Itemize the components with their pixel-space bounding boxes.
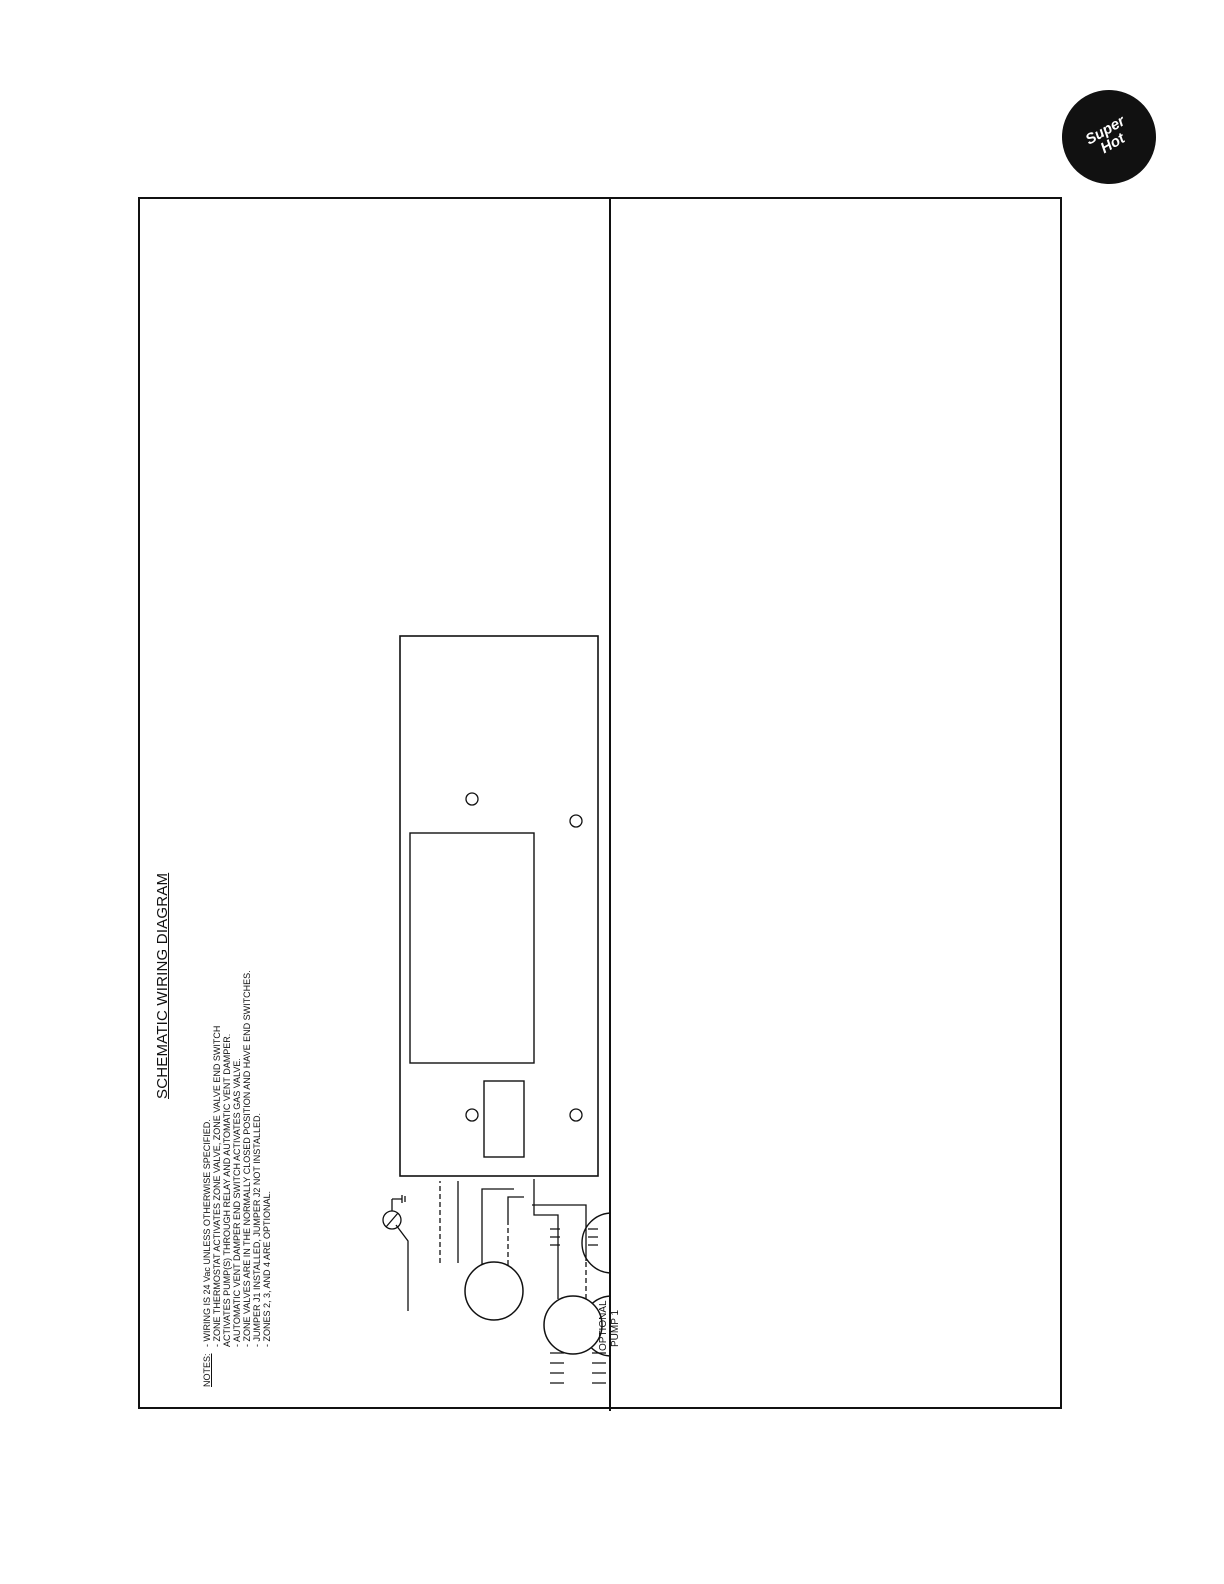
pump-2-circle xyxy=(464,1261,524,1321)
schematic-elements xyxy=(382,635,606,1384)
wiring-sheet: SCHEMATIC WIRING DIAGRAM NOTES: - WIRING… xyxy=(138,197,1064,1411)
transformer xyxy=(409,832,535,1064)
relay-box xyxy=(483,1080,525,1158)
super-hot-logo: Super Hot xyxy=(1044,72,1174,202)
optional-pump-1-circle xyxy=(543,1295,603,1355)
panel-divider xyxy=(609,199,611,1411)
pump-circle-2 xyxy=(581,1212,609,1274)
control-board-frame xyxy=(399,635,599,1177)
rotated-content: SCHEMATIC WIRING DIAGRAM NOTES: - WIRING… xyxy=(140,199,1064,1411)
